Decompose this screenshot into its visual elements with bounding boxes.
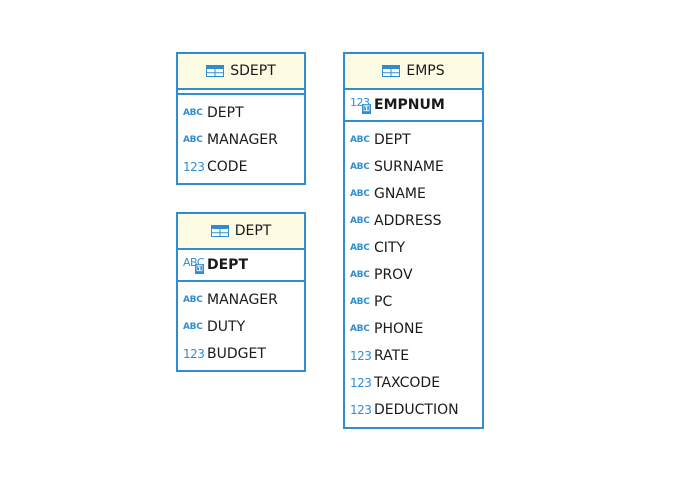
entity-header: EMPS <box>345 54 482 88</box>
column-row[interactable]: 123 DEDUCTION <box>345 396 482 423</box>
entity-header: SDEPT <box>178 54 304 88</box>
column-row[interactable]: ABC MANAGER <box>178 126 304 153</box>
column-name: BUDGET <box>207 345 266 362</box>
text-type-icon: ABC <box>350 188 370 199</box>
column-row[interactable]: ABC PC <box>345 288 482 315</box>
text-type-icon: ABC <box>350 242 370 253</box>
divider <box>178 88 304 90</box>
table-icon <box>210 225 229 237</box>
entity-dept[interactable]: DEPT ABC ⚿ DEPT ABC MANAGER ABC DUTY 123… <box>176 212 306 372</box>
column-name: PHONE <box>374 320 424 337</box>
numeric-type-icon: 123 <box>350 348 372 363</box>
primary-key-icon: 123 ⚿ <box>350 96 371 114</box>
table-icon <box>206 65 225 77</box>
text-type-icon: ABC <box>183 107 203 118</box>
column-row[interactable]: ABC MANAGER <box>178 286 304 313</box>
column-row[interactable]: 123 TAXCODE <box>345 369 482 396</box>
primary-key-icon: ABC ⚿ <box>183 256 205 274</box>
column-name: MANAGER <box>207 291 278 308</box>
text-type-icon: ABC <box>183 321 203 332</box>
column-name: DEPT <box>207 257 248 273</box>
text-type-icon: ABC <box>350 161 370 172</box>
divider <box>345 88 482 90</box>
primary-key-row[interactable]: ABC ⚿ DEPT <box>178 250 304 280</box>
text-type-icon: ABC <box>350 215 370 226</box>
entity-title: SDEPT <box>230 63 276 79</box>
numeric-type-icon: 123 <box>183 346 205 361</box>
column-row[interactable]: 123 RATE <box>345 342 482 369</box>
entity-emps[interactable]: EMPS 123 ⚿ EMPNUM ABC DEPT ABC SURNAME A… <box>343 52 484 429</box>
column-name: RATE <box>374 347 410 364</box>
column-name: ADDRESS <box>374 212 442 229</box>
column-name: SURNAME <box>374 158 444 175</box>
text-type-icon: ABC <box>350 269 370 280</box>
divider <box>178 248 304 250</box>
numeric-type-icon: 123 <box>350 375 372 390</box>
text-type-icon: ABC <box>350 323 370 334</box>
table-icon <box>382 65 401 77</box>
column-row[interactable]: ABC ADDRESS <box>345 207 482 234</box>
column-row[interactable]: ABC SURNAME <box>345 153 482 180</box>
column-row[interactable]: ABC GNAME <box>345 180 482 207</box>
column-row[interactable]: 123 CODE <box>178 153 304 180</box>
entity-sdept[interactable]: SDEPT ABC DEPT ABC MANAGER 123 CODE <box>176 52 306 185</box>
entity-title: EMPS <box>406 63 445 79</box>
entity-header: DEPT <box>178 214 304 248</box>
column-name: EMPNUM <box>374 97 445 113</box>
column-row[interactable]: ABC PHONE <box>345 315 482 342</box>
divider <box>178 280 304 282</box>
text-type-icon: ABC <box>183 134 203 145</box>
column-name: PC <box>374 293 393 310</box>
column-row[interactable]: ABC DUTY <box>178 313 304 340</box>
column-name: PROV <box>374 266 413 283</box>
column-name: TAXCODE <box>374 374 441 391</box>
column-row[interactable]: ABC PROV <box>345 261 482 288</box>
divider <box>178 93 304 95</box>
column-row[interactable]: ABC CITY <box>345 234 482 261</box>
column-row[interactable]: ABC DEPT <box>345 126 482 153</box>
primary-key-row[interactable]: 123 ⚿ EMPNUM <box>345 90 482 120</box>
text-type-icon: ABC <box>183 294 203 305</box>
numeric-type-icon: 123 <box>350 402 372 417</box>
column-name: MANAGER <box>207 131 278 148</box>
divider <box>345 120 482 122</box>
column-name: DUTY <box>207 318 246 335</box>
entity-title: DEPT <box>234 223 272 239</box>
column-name: DEDUCTION <box>374 401 459 418</box>
column-row[interactable]: ABC DEPT <box>178 99 304 126</box>
column-name: GNAME <box>374 185 426 202</box>
column-name: DEPT <box>374 131 411 148</box>
column-row[interactable]: 123 BUDGET <box>178 340 304 367</box>
text-type-icon: ABC <box>350 134 370 145</box>
column-name: CODE <box>207 158 248 175</box>
column-name: DEPT <box>207 104 244 121</box>
column-name: CITY <box>374 239 406 256</box>
text-type-icon: ABC <box>350 296 370 307</box>
numeric-type-icon: 123 <box>183 159 205 174</box>
